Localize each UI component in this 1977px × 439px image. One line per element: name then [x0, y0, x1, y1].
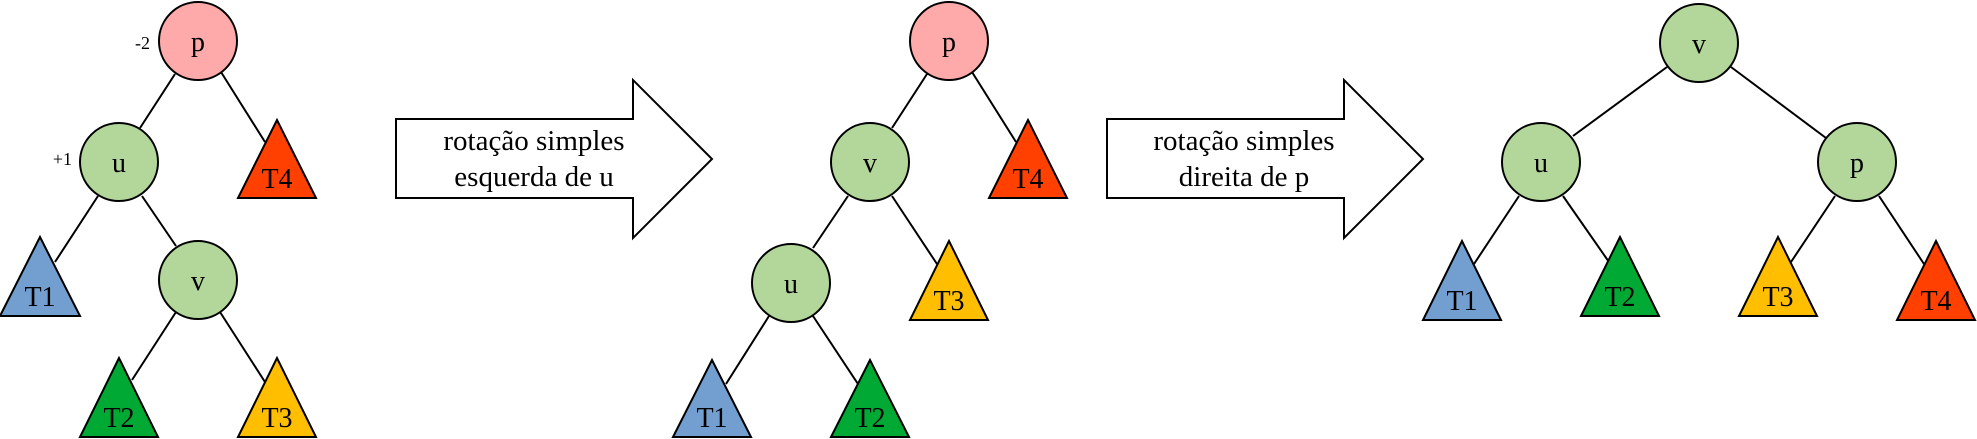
- node-u: [1501, 122, 1581, 202]
- arrow-right-rotation-shape: [1106, 77, 1425, 241]
- edge-u-t1: [1473, 195, 1520, 265]
- subtree-t2: [829, 357, 911, 438]
- subtree-t2: [1579, 234, 1661, 317]
- subtree-t4-label: T4: [1920, 286, 1951, 317]
- arrow-right-rotation-line2: direita de p: [1179, 161, 1309, 193]
- subtree-t4: [236, 117, 318, 199]
- subtree-t3: [236, 355, 318, 438]
- subtree-t3: [908, 238, 990, 321]
- tree-after-left-rotation: p v u T4 T3 T1 T2: [671, 1, 1069, 438]
- arrow-left-rotation-shape: [395, 77, 714, 241]
- node-u-label: u: [112, 148, 126, 179]
- tree-before-rotation: p -2 u +1 v T1 T4 T2 T3: [0, 1, 318, 438]
- subtree-t4: [987, 117, 1069, 199]
- subtree-t2-label: T2: [103, 403, 134, 434]
- edge-v-u: [1572, 66, 1668, 137]
- arrow-left-rotation-line2: esquerda de u: [454, 161, 613, 193]
- subtree-t2: [78, 355, 160, 438]
- subtree-t2-label: T2: [854, 403, 885, 434]
- node-p-label: p: [942, 27, 956, 58]
- node-u: [751, 243, 831, 323]
- edge-u-t1: [54, 195, 99, 263]
- edge-v-t2: [131, 311, 177, 381]
- edge-v-t3: [219, 311, 266, 383]
- node-v: [830, 122, 910, 202]
- subtree-t1: [1421, 238, 1503, 321]
- edge-p-t4: [220, 71, 266, 143]
- tree-balanced: v u p T1 T2 T3 T4: [1421, 3, 1977, 321]
- subtree-t1: [671, 357, 753, 438]
- node-p-label: p: [191, 27, 205, 58]
- node-v-label: v: [863, 148, 877, 179]
- subtree-t3-label: T3: [261, 403, 292, 434]
- edge-v-u: [812, 195, 849, 249]
- subtree-t1: [0, 234, 82, 317]
- node-v: [158, 240, 238, 320]
- node-v-label: v: [1692, 29, 1706, 60]
- arrow-right-rotation-line1: rotação simples: [1153, 125, 1334, 157]
- edge-u-t1: [725, 315, 770, 385]
- arrow-right-rotation: rotação simples direita de p: [1106, 77, 1425, 241]
- edge-p-v: [891, 73, 928, 129]
- arrow-left-rotation: rotação simples esquerda de u: [395, 77, 714, 241]
- subtree-t4-label: T4: [261, 164, 292, 195]
- node-u-label: u: [784, 269, 798, 300]
- arrow-left-rotation-line1: rotação simples: [443, 125, 624, 157]
- subtree-t4: [1895, 238, 1977, 321]
- node-u-label: u: [1534, 148, 1548, 179]
- subtree-t3-label: T3: [1762, 282, 1793, 313]
- subtree-t1-label: T1: [696, 403, 727, 434]
- node-u-balance: +1: [53, 149, 72, 169]
- subtree-t3-label: T3: [933, 286, 964, 317]
- node-p-balance: -2: [135, 33, 150, 53]
- node-u: [79, 122, 159, 202]
- node-p-label: p: [1850, 148, 1864, 179]
- node-p: [158, 1, 238, 81]
- edge-u-v: [141, 195, 177, 247]
- node-v-label: v: [191, 266, 205, 297]
- edge-p-t4: [971, 71, 1017, 143]
- node-p: [1817, 122, 1897, 202]
- edge-u-t2: [812, 315, 859, 385]
- edge-u-t2: [1562, 195, 1610, 263]
- edge-p-t4: [1878, 195, 1925, 265]
- node-v: [1659, 3, 1739, 83]
- edge-p-t3: [1790, 195, 1836, 263]
- subtree-t2-label: T2: [1604, 282, 1635, 313]
- edge-v-t3: [891, 195, 938, 265]
- edge-v-p: [1730, 66, 1827, 139]
- edge-p-u: [139, 73, 176, 129]
- subtree-t3: [1737, 234, 1819, 317]
- subtree-t1-label: T1: [24, 282, 55, 313]
- subtree-t1-label: T1: [1446, 286, 1477, 317]
- node-p: [909, 1, 989, 81]
- subtree-t4-label: T4: [1012, 164, 1043, 195]
